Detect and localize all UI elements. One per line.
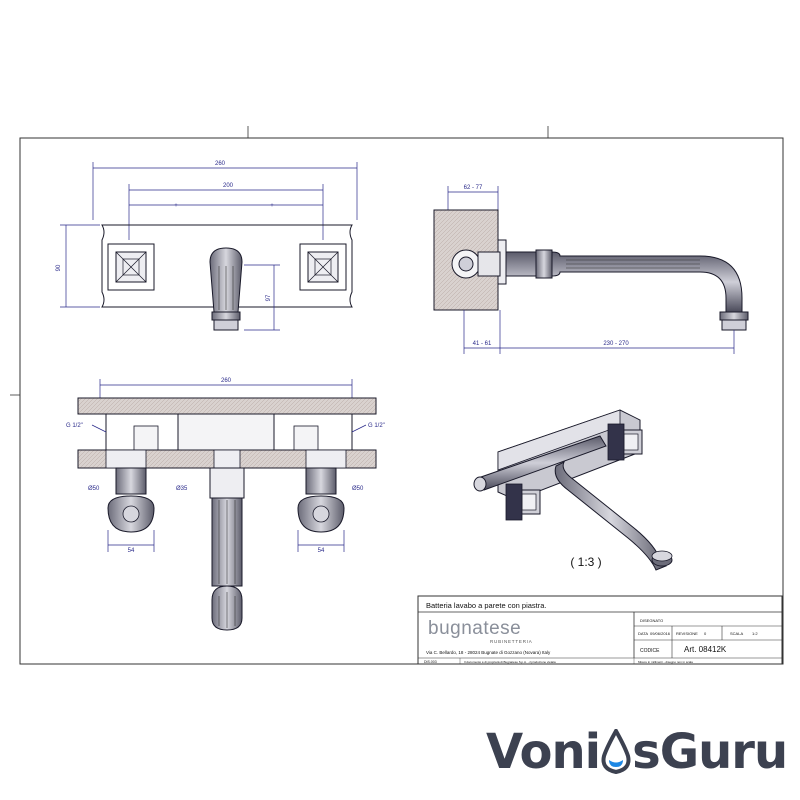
logo-text-part2: sGuru <box>632 724 788 780</box>
sheet-border <box>10 126 784 665</box>
tb-footer-mid: Il documento è di proprietà di Bugnatese… <box>464 660 556 664</box>
dia-left-label: Ø50 <box>88 486 100 492</box>
tb-article: Art. 08412K <box>684 645 727 654</box>
dia-center-label: Ø35 <box>176 486 188 492</box>
tb-revisione-value: 0 <box>704 631 707 636</box>
iso-scale-label: ( 1:3 ) <box>570 555 601 569</box>
tb-footer-left: DIS.003 <box>424 660 437 664</box>
tb-footer-right: Misure in millimetri - disegno non in sc… <box>638 660 693 664</box>
front-center-dim: 200 <box>223 183 234 189</box>
tb-revisione-label: REVISIONE <box>676 631 698 636</box>
side-depth-dim: 62 - 77 <box>464 185 483 191</box>
side-view: 62 - 77 41 - 61 230 - 270 <box>433 185 749 354</box>
front-drop-dim: 97 <box>266 294 272 301</box>
tb-description: Batteria lavabo a parete con piastra. <box>426 601 547 610</box>
tb-company-brand: bugnatese <box>428 618 521 639</box>
spout-front <box>209 247 243 331</box>
thread-left-label: G 1/2" <box>66 423 83 429</box>
spout-iso <box>554 460 667 571</box>
spout-section <box>209 467 245 631</box>
tb-scala-label: SCALA <box>730 631 743 636</box>
right-valve-section <box>297 467 345 533</box>
tb-disegnato-label: DISEGNATO <box>640 618 663 623</box>
dia-right-label: Ø50 <box>352 486 364 492</box>
tb-scala-value: 1:2 <box>752 631 758 636</box>
plus-mark-left: + <box>174 203 178 209</box>
logo-text-part1: Voni <box>486 724 601 780</box>
front-view: 260 200 + + 90 <box>56 161 358 331</box>
right-handle-front <box>299 243 347 291</box>
tb-codice-label: CODICE <box>640 648 660 654</box>
tb-address: Via C. Bellardo, 18 - 28024 Bugnate di G… <box>426 650 551 655</box>
left-valve-section <box>107 467 155 533</box>
front-height-dim: 90 <box>56 264 62 271</box>
vonios-guru-logo: Voni sGuru <box>486 722 788 782</box>
isometric-view: ( 1:3 ) <box>473 409 673 571</box>
left-handle-front <box>107 243 155 291</box>
side-reach-dim: 230 - 270 <box>603 341 629 347</box>
section-view: 260 G 1/2" G 1/2" <box>66 378 385 631</box>
section-width-dim: 260 <box>221 378 232 384</box>
side-base-dim: 41 - 61 <box>473 341 492 347</box>
tb-data-value: 09/06/2016 <box>650 631 671 636</box>
plus-mark-right: + <box>270 203 274 209</box>
water-drop-icon <box>601 726 631 775</box>
thread-right-label: G 1/2" <box>368 423 385 429</box>
handle-right-dim: 54 <box>318 548 325 554</box>
title-block: Batteria lavabo a parete con piastra. bu… <box>417 595 783 665</box>
tb-company-tag: RUBINETTERIA <box>490 639 533 644</box>
handle-left-dim: 54 <box>128 548 135 554</box>
front-width-dim: 260 <box>215 161 226 167</box>
wall-plate-front <box>101 224 353 308</box>
tb-data-label: DATA <box>638 631 648 636</box>
